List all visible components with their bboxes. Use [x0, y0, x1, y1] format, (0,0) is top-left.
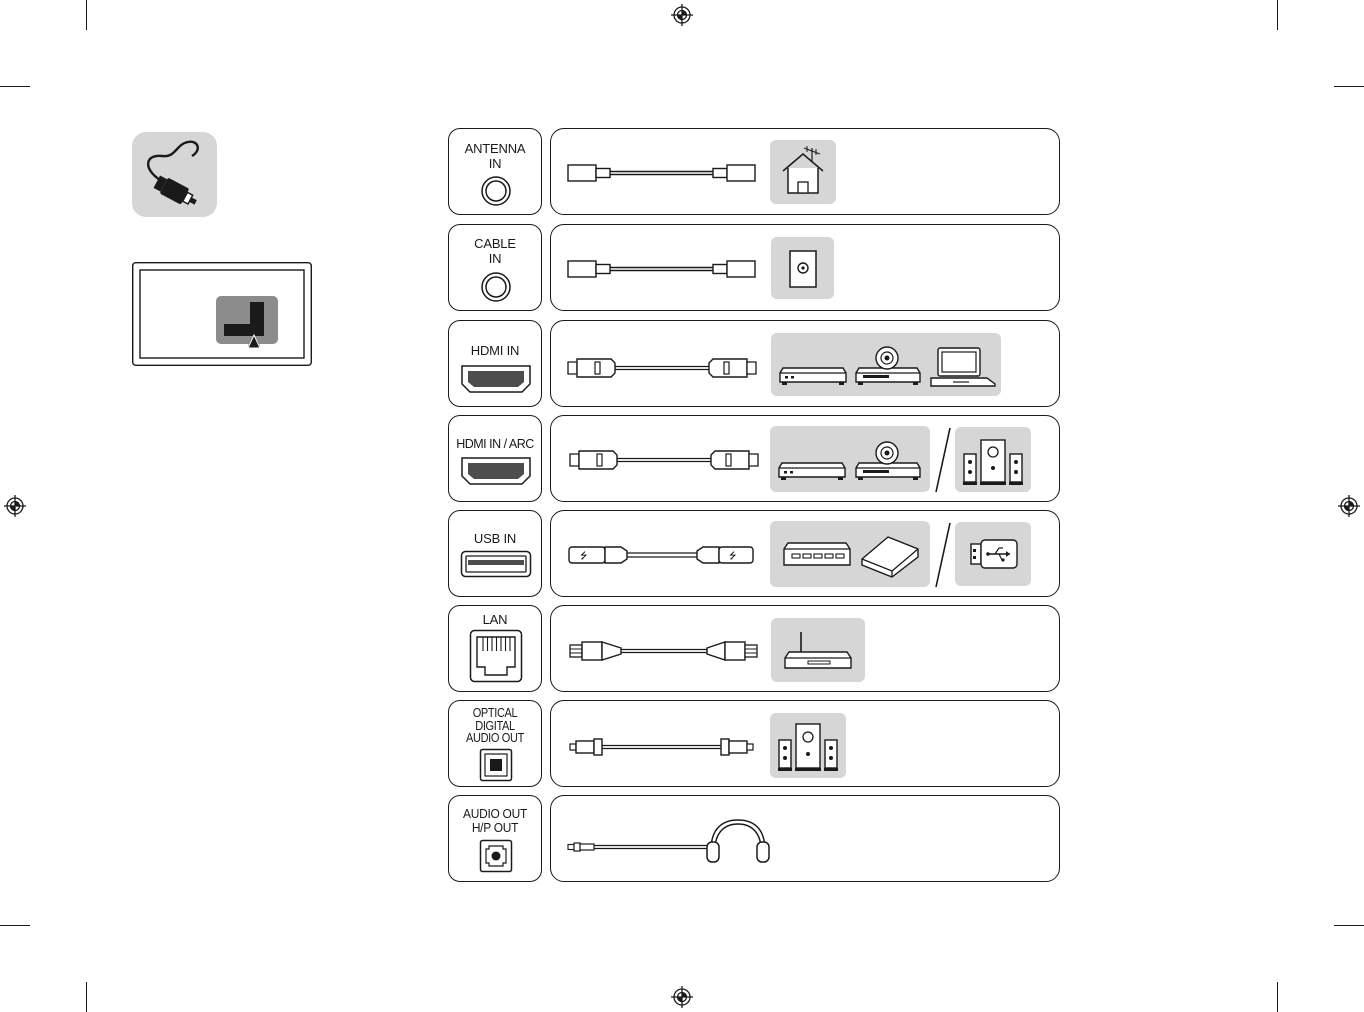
- port-audio-out: AUDIO OUT H/P OUT: [448, 795, 542, 882]
- port-label: HDMI IN / ARC: [449, 437, 541, 452]
- optical-port-icon: [479, 748, 513, 782]
- port-label-line: OPTICAL: [455, 707, 536, 720]
- registration-mark-icon: [3, 494, 27, 518]
- port-label-line: IN: [449, 156, 541, 171]
- port-label-line: AUDIO OUT: [453, 807, 538, 821]
- crop-mark: [86, 982, 87, 1012]
- coaxial-cable-icon: [567, 162, 757, 184]
- crop-mark: [1277, 982, 1278, 1012]
- port-label: HDMI IN: [449, 343, 541, 358]
- ethernet-port-icon: [469, 629, 523, 683]
- port-label-line: USB IN: [449, 531, 541, 546]
- port-label: CABLE IN: [449, 236, 541, 266]
- port-label: USB IN: [449, 531, 541, 546]
- port-label: AUDIO OUT H/P OUT: [453, 807, 538, 835]
- set-top-box-icon: [779, 367, 847, 387]
- speaker-system-icon: [770, 713, 846, 778]
- connection-optical: [550, 700, 1060, 787]
- port-label-line: CABLE: [449, 236, 541, 251]
- hdmi-cable-icon: [569, 449, 759, 471]
- antenna-house-icon: [770, 140, 836, 204]
- port-label-line: LAN: [449, 612, 541, 627]
- port-label: LAN: [449, 612, 541, 627]
- divider-slash-icon: [933, 426, 953, 494]
- registration-mark-icon: [1337, 494, 1361, 518]
- usb-hub-icon: [782, 541, 852, 569]
- port-label: OPTICAL DIGITAL AUDIO OUT: [455, 707, 536, 745]
- usb-stick-icon: [955, 522, 1031, 586]
- connection-hdmi-arc: [550, 415, 1060, 502]
- device-group-hdmi-arc: [770, 426, 930, 492]
- coax-jack-icon: [480, 175, 512, 207]
- port-hdmi-arc: HDMI IN / ARC: [448, 415, 542, 502]
- connection-antenna: [550, 128, 1060, 215]
- port-label-line: ANTENNA: [449, 141, 541, 156]
- port-optical: OPTICAL DIGITAL AUDIO OUT: [448, 700, 542, 787]
- crop-mark: [86, 0, 87, 30]
- port-label-line: H/P OUT: [453, 821, 538, 835]
- port-cable-in: CABLE IN: [448, 224, 542, 311]
- audio-cable-icon: [567, 839, 711, 855]
- port-label-line: AUDIO OUT: [455, 732, 536, 745]
- speaker-system-icon: [955, 427, 1031, 492]
- connection-hdmi: [550, 320, 1060, 407]
- registration-mark-icon: [670, 985, 694, 1009]
- connection-lan: [550, 605, 1060, 692]
- port-label-line: IN: [449, 251, 541, 266]
- cable-plug-icon: [132, 132, 217, 217]
- connection-usb: ⭍ ⭍: [550, 510, 1060, 597]
- optical-cable-icon: [569, 737, 759, 757]
- port-usb-in: USB IN: [448, 510, 542, 597]
- hdmi-cable-icon: [567, 357, 757, 379]
- coaxial-cable-icon: [567, 258, 757, 280]
- crop-mark: [0, 925, 30, 926]
- coax-jack-icon: [480, 271, 512, 303]
- hdmi-port-icon: [460, 456, 532, 486]
- disc-player-icon: [855, 440, 921, 482]
- port-antenna-in: ANTENNA IN: [448, 128, 542, 215]
- ethernet-cable-icon: [569, 640, 759, 662]
- svg-text:⭍: ⭍: [729, 551, 737, 562]
- crop-mark: [1277, 0, 1278, 30]
- port-label-line: HDMI IN: [449, 343, 541, 358]
- disc-player-icon: [855, 345, 921, 387]
- headphone-jack-icon: [479, 839, 513, 873]
- router-icon: [771, 618, 865, 682]
- external-drive-icon: [858, 533, 922, 579]
- laptop-icon: [929, 346, 997, 388]
- port-lan: LAN: [448, 605, 542, 692]
- hdmi-port-icon: [460, 364, 532, 394]
- usb-cable-icon: ⭍ ⭍: [567, 543, 757, 567]
- connection-cable: [550, 224, 1060, 311]
- svg-text:⭍: ⭍: [580, 551, 588, 562]
- device-group-usb: [770, 521, 930, 587]
- crop-mark: [1334, 86, 1364, 87]
- usb-port-icon: [460, 550, 532, 578]
- divider-slash-icon: [933, 521, 953, 589]
- crop-mark: [0, 86, 30, 87]
- port-label-line: HDMI IN / ARC: [449, 437, 541, 452]
- tv-back-panel-icon: [132, 262, 312, 366]
- crop-mark: [1334, 925, 1364, 926]
- connection-audio-out: [550, 795, 1060, 882]
- wall-outlet-icon: [771, 237, 834, 299]
- port-label: ANTENNA IN: [449, 141, 541, 171]
- device-group-hdmi: [771, 333, 1001, 396]
- headphones-icon: [705, 818, 771, 864]
- set-top-box-icon: [778, 462, 846, 482]
- port-hdmi-in: HDMI IN: [448, 320, 542, 407]
- registration-mark-icon: [670, 3, 694, 27]
